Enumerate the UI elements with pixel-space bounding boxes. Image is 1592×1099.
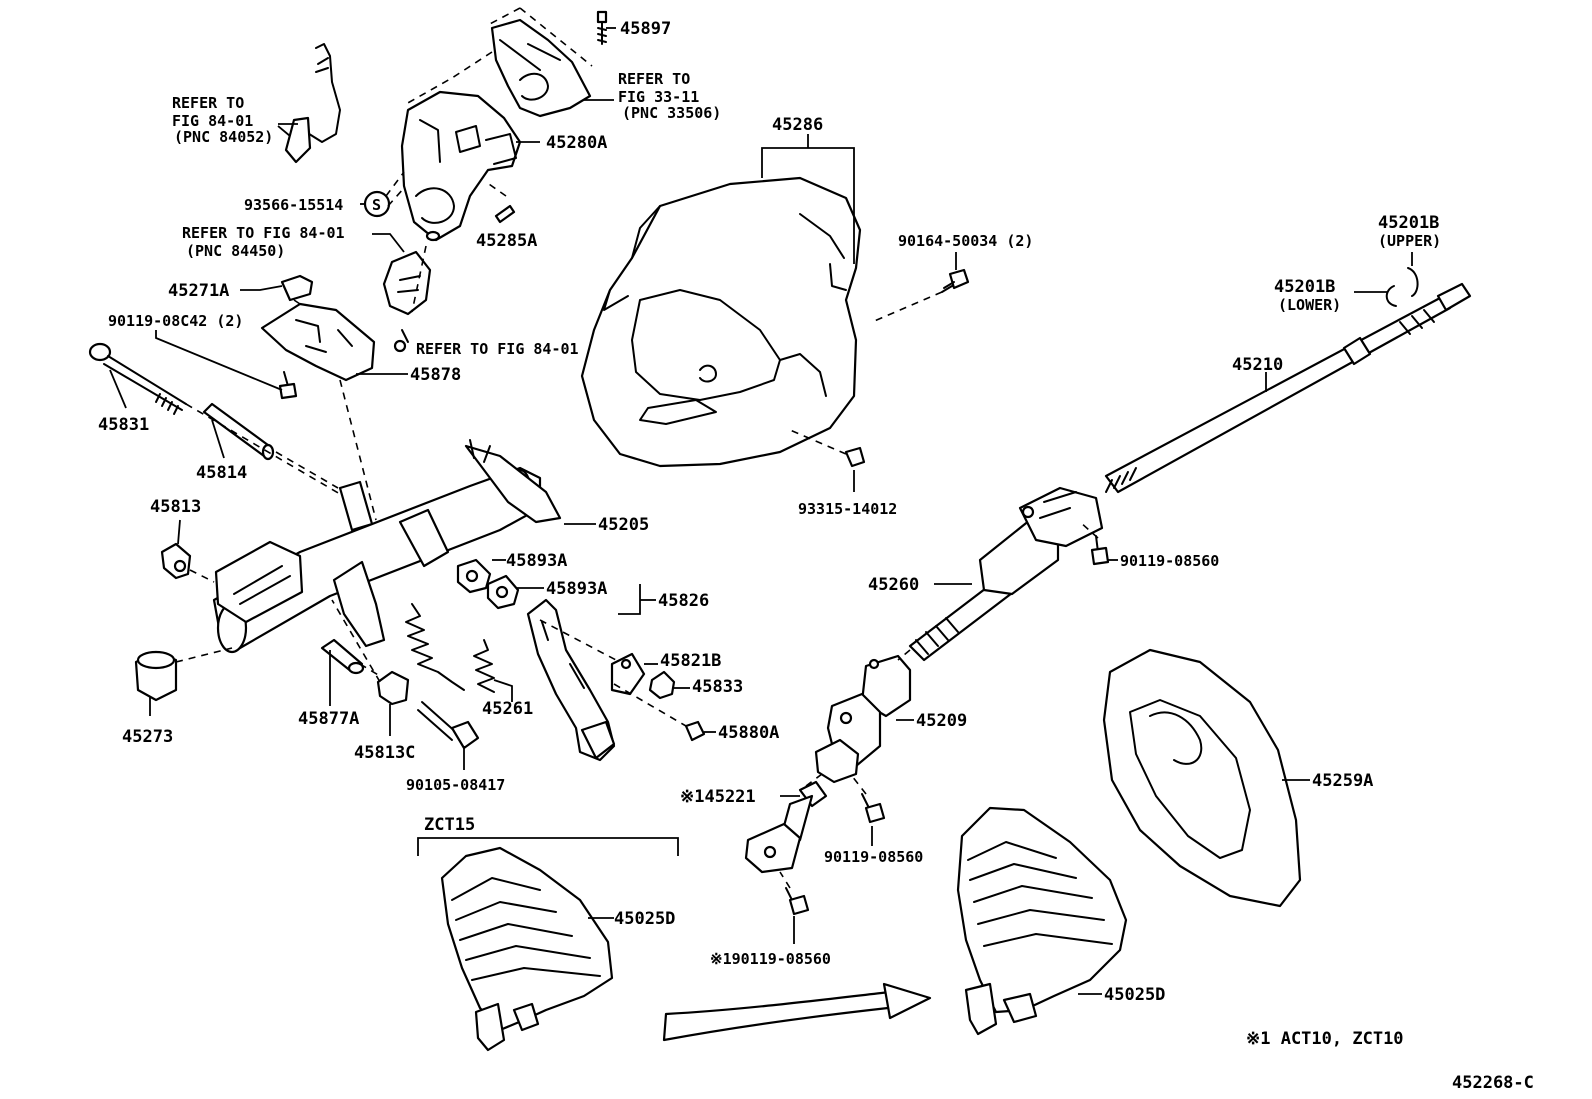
label-refer-33-11-line1: REFER TO	[618, 70, 690, 88]
label-45261: 45261	[482, 699, 533, 719]
bolt-90119-08560-b-icon	[861, 793, 886, 824]
label-refer-84-01a-line2: FIG 84-01	[172, 112, 253, 130]
intermediate-shaft-45260-icon	[908, 486, 1104, 662]
boot-45025D-left-icon	[440, 846, 614, 1052]
bolt-90119-08C42-icon	[278, 371, 298, 400]
label-45286: 45286	[772, 115, 823, 135]
spring-45261-icon	[405, 603, 495, 693]
bushing-45273-icon	[134, 650, 178, 702]
collar-45814-icon	[202, 402, 275, 461]
pin-45877A-icon	[320, 638, 365, 675]
label-45273: 45273	[122, 727, 173, 747]
label-45205: 45205	[598, 515, 649, 535]
label-refer-84-01a-line3: (PNC 84052)	[174, 128, 273, 146]
label-45271A: 45271A	[168, 281, 229, 301]
washer-93315-14012-icon	[844, 446, 866, 468]
label-45821B: 45821B	[660, 651, 721, 671]
plate-45821B-icon	[610, 652, 646, 696]
label-refer-84-01c: REFER TO FIG 84-01	[416, 340, 579, 358]
label-refer-84-01b-line1: REFER TO FIG 84-01	[182, 224, 345, 242]
label-45285A: 45285A	[476, 231, 537, 251]
label-90105-08417: 90105-08417	[406, 776, 505, 794]
label-45897: 45897	[620, 19, 671, 39]
leader-lines	[109, 7, 1413, 995]
label-45201B-upper: 45201B	[1378, 213, 1439, 233]
key-switch-84450-icon	[382, 250, 432, 316]
label-45826: 45826	[658, 591, 709, 611]
tilt-lever-45826-icon	[526, 598, 616, 762]
lock-bracket-upper-icon	[490, 18, 592, 118]
boot-45025D-right-icon	[956, 806, 1128, 1036]
label-45259A: 45259A	[1312, 771, 1373, 791]
label-93566-15514: 93566-15514	[244, 196, 343, 214]
bolt-90119-08560-a-icon	[1090, 535, 1110, 566]
steering-lock-45280A-icon	[400, 90, 522, 242]
label-45813C: 45813C	[354, 743, 415, 763]
figure-code: 452268-C	[1452, 1073, 1534, 1093]
bolt-90105-08417-icon	[417, 701, 480, 750]
bushing-45813-icon	[160, 542, 192, 580]
cover-45259A-icon	[1102, 648, 1302, 908]
part-labels: 45897 REFER TO FIG 33-11 (PNC 33506) REF…	[98, 19, 1534, 1093]
label-45280A: 45280A	[546, 133, 607, 153]
footnote: ※1 ACT10, ZCT10	[1246, 1029, 1404, 1049]
label-45877A: 45877A	[298, 709, 359, 729]
label-zct15: ZCT15	[424, 815, 475, 835]
zct15-bracket-icon	[417, 837, 679, 856]
label-45221: ※145221	[680, 787, 756, 807]
universal-joint-45209-icon	[814, 654, 912, 784]
ring-45893A-upper-icon	[456, 558, 492, 594]
nut-45833-icon	[648, 670, 676, 700]
label-45893A-upper: 45893A	[506, 551, 567, 571]
bracket-45878-icon	[260, 302, 376, 382]
label-upper: (UPPER)	[1378, 232, 1441, 250]
bolt-90119-08560-c-icon	[785, 887, 810, 916]
screw-45897-icon	[596, 10, 608, 45]
bolt-45831-icon	[88, 342, 187, 415]
column-cover-45286-icon	[580, 176, 862, 468]
pin-45285A-icon	[494, 204, 516, 224]
label-90119-08560-c: ※190119-08560	[710, 950, 831, 968]
label-45260: 45260	[868, 575, 919, 595]
label-lower: (LOWER)	[1278, 296, 1341, 314]
clip-45271A-icon	[280, 274, 314, 302]
label-45833: 45833	[692, 677, 743, 697]
screw-90164-50034-icon	[941, 268, 970, 293]
label-45831: 45831	[98, 415, 149, 435]
label-45201B-lower: 45201B	[1274, 277, 1335, 297]
label-refer-33-11-line2: FIG 33-11	[618, 88, 699, 106]
label-refer-84-01b-line2: (PNC 84450)	[186, 242, 285, 260]
label-45878: 45878	[410, 365, 461, 385]
small-bolt-icon	[393, 329, 409, 353]
label-90119-08560-a: 90119-08560	[1120, 552, 1219, 570]
label-45209: 45209	[916, 711, 967, 731]
main-shaft-45210-icon	[1104, 282, 1472, 494]
label-90164-50034: 90164-50034 (2)	[898, 232, 1033, 250]
label-45210: 45210	[1232, 355, 1283, 375]
label-refer-33-11-line3: (PNC 33506)	[622, 104, 721, 122]
label-45813: 45813	[150, 497, 201, 517]
snap-ring-upper-icon	[1407, 267, 1419, 297]
arrow-icon	[662, 982, 932, 1042]
label-45893A-lower: 45893A	[546, 579, 607, 599]
label-90119-08560-b: 90119-08560	[824, 848, 923, 866]
label-45025D-right: 45025D	[1104, 985, 1165, 1005]
bolt-45880A-icon	[684, 720, 706, 742]
label-s-mark: S	[372, 196, 381, 214]
key-light-harness-icon	[284, 43, 341, 164]
snap-ring-lower-icon	[1385, 285, 1397, 307]
ring-45893A-lower-icon	[486, 574, 520, 610]
label-45814: 45814	[196, 463, 247, 483]
bushing-45813C-icon	[376, 670, 410, 706]
label-90119-08C42: 90119-08C42 (2)	[108, 312, 243, 330]
label-refer-84-01a-line1: REFER TO	[172, 94, 244, 112]
label-45880A: 45880A	[718, 723, 779, 743]
yoke-45221-icon	[744, 780, 828, 874]
label-93315-14012: 93315-14012	[798, 500, 897, 518]
label-45025D-left: 45025D	[614, 909, 675, 929]
column-tube-45205-icon	[212, 439, 562, 654]
